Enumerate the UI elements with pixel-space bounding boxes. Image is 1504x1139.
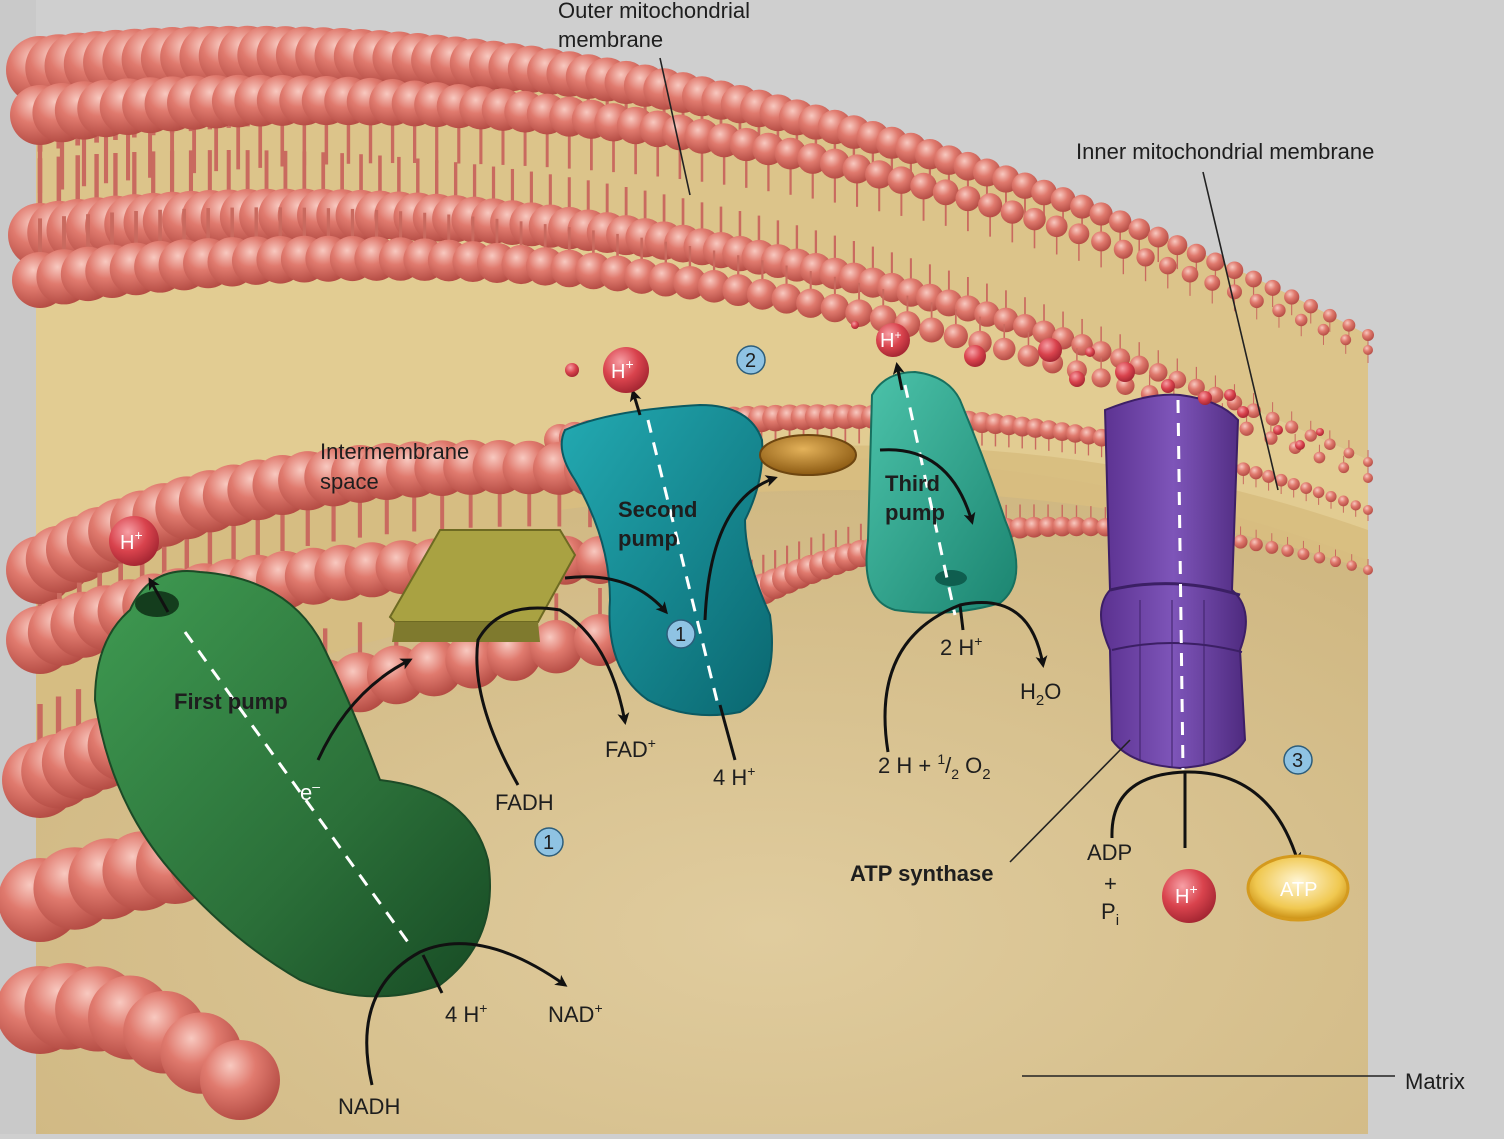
proton-first-pump: H+ xyxy=(109,516,159,566)
phosphate-label: Pi xyxy=(1101,899,1119,929)
proton-third-pump: H+ xyxy=(876,323,910,357)
third-pump-label-1: Third xyxy=(885,471,940,496)
nad-plus-label: NAD+ xyxy=(548,1000,603,1027)
svg-text:ATP: ATP xyxy=(1280,879,1317,901)
second-pump-label-1: Second xyxy=(618,497,697,522)
atp-synthase-label: ATP synthase xyxy=(850,861,993,886)
second-pump-label-2: pump xyxy=(618,526,678,551)
leader-lines xyxy=(659,57,1395,1077)
water-label: H2O xyxy=(1020,679,1061,709)
third-pump xyxy=(865,370,1018,614)
svg-text:1: 1 xyxy=(543,832,554,854)
inner-membrane-label: Inner mitochondrial membrane xyxy=(1076,139,1374,164)
intermembrane-label-1: Intermembrane xyxy=(320,439,469,464)
step-badge-2: 2 xyxy=(736,345,766,375)
four-h-second-label: 4 H+ xyxy=(713,763,755,790)
half-oxygen-label: 2 H + 1/2 O2 xyxy=(878,751,991,783)
outer-membrane-label-1: Outer mitochondrial xyxy=(558,0,750,23)
third-pump-label-2: pump xyxy=(885,500,945,525)
nadh-label: NADH xyxy=(338,1094,400,1119)
four-h-first-label: 4 H+ xyxy=(445,1000,487,1027)
proton-channel-paths xyxy=(183,384,1185,946)
outer-membrane-label-2: membrane xyxy=(558,27,663,52)
svg-text:2: 2 xyxy=(745,350,756,372)
svg-text:1: 1 xyxy=(675,624,686,646)
atp-synthase xyxy=(1100,393,1247,770)
svg-text:H+: H+ xyxy=(120,527,143,554)
reaction-arrows xyxy=(148,362,1302,1086)
adp-label: ADP xyxy=(1087,840,1132,865)
svg-text:H+: H+ xyxy=(611,356,634,383)
intermembrane-label-2: space xyxy=(320,469,379,494)
fadh-label: FADH xyxy=(495,790,554,815)
svg-text:H+: H+ xyxy=(880,328,901,352)
second-pump xyxy=(560,403,773,717)
step-badge-1: 1 xyxy=(534,827,564,857)
plus-sign-label: + xyxy=(1104,871,1117,896)
fad-carrier xyxy=(388,529,577,642)
lipid-bilayers xyxy=(0,25,1374,1120)
free-protons xyxy=(565,321,1324,450)
atp-product: ATP xyxy=(1246,854,1350,922)
svg-text:3: 3 xyxy=(1292,750,1303,772)
proton-second-pump: H+ xyxy=(603,347,649,393)
electron-label: e– xyxy=(300,778,320,805)
cytochrome-c-carrier xyxy=(759,434,857,476)
matrix-label: Matrix xyxy=(1405,1069,1465,1094)
svg-text:H+: H+ xyxy=(1175,881,1198,908)
two-h-third-label: 2 H+ xyxy=(940,633,982,660)
fad-plus-label: FAD+ xyxy=(605,735,656,762)
step-badge-3: 3 xyxy=(1283,745,1313,775)
proton-atp-synthase: H+ xyxy=(1162,869,1216,923)
step-badge-1-pump: 1 xyxy=(666,619,696,649)
first-pump-label: First pump xyxy=(174,689,288,714)
